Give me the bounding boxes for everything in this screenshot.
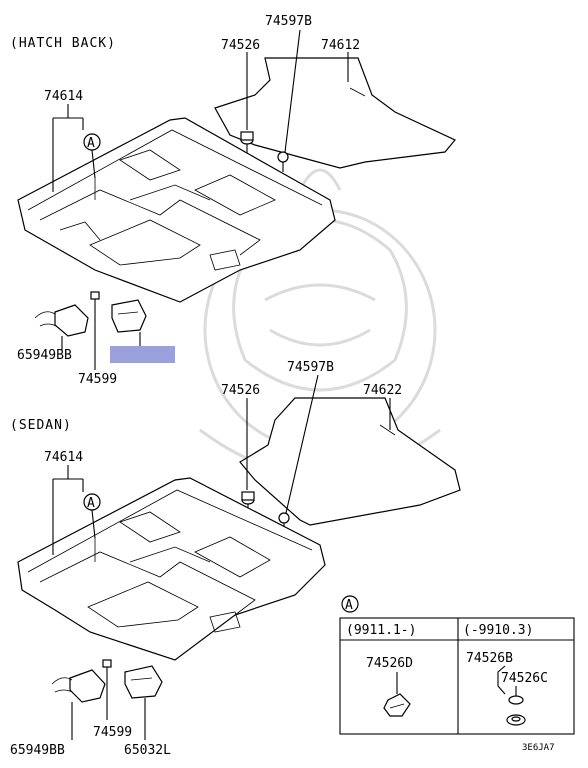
sedan-harness — [51, 669, 106, 740]
svg-text:A: A — [345, 598, 353, 613]
hatchback-label-74599: 74599 — [78, 372, 117, 387]
sedan-front-carpet — [17, 477, 326, 661]
detail-table-col2-header: (-9910.3) — [463, 623, 533, 638]
sedan-bolt — [102, 659, 112, 720]
hatchback-retainer — [240, 131, 254, 162]
detail-table-col2-part-upper: 74526B — [466, 651, 513, 666]
detail-table-callout-a — [341, 595, 359, 613]
hatchback-bracket — [111, 299, 147, 346]
hatchback-bolt — [90, 291, 100, 325]
hatchback-label-74612: 74612 — [321, 38, 360, 53]
sedan-label-65949bb: 65949BB — [10, 743, 65, 758]
svg-text:A: A — [87, 496, 95, 511]
sedan-rear-carpet — [239, 397, 461, 526]
detail-table-col2-part-lower: 74526C — [501, 671, 548, 686]
hatchback-rear-carpet — [214, 57, 456, 169]
sedan-bracket — [124, 665, 163, 740]
hatchback-label-74597b: 74597B — [265, 14, 312, 29]
hatchback-highlight-box — [110, 346, 175, 363]
diagram-code: 3E6JA7 — [522, 743, 555, 753]
sedan-label-74599: 74599 — [93, 725, 132, 740]
retainer-74526b-74526c-drawing — [497, 665, 526, 726]
hatchback-section-title: (HATCH BACK) — [10, 36, 116, 51]
sedan-label-74622: 74622 — [363, 383, 402, 398]
hatchback-harness — [34, 304, 89, 350]
sedan-label-74614: 74614 — [44, 450, 83, 465]
detail-table-col1-header: (9911.1-) — [346, 623, 416, 638]
sedan-section-title: (SEDAN) — [10, 418, 72, 433]
retainer-74526d-drawing — [383, 672, 411, 717]
sedan-label-65032l: 65032L — [124, 743, 171, 758]
sedan-label-74597b: 74597B — [287, 360, 334, 375]
detail-table-frame — [339, 617, 575, 735]
detail-table-col1-part: 74526D — [366, 656, 413, 671]
hatchback-front-carpet — [17, 117, 336, 303]
hatchback-screw — [277, 151, 289, 172]
hatchback-label-74614: 74614 — [44, 89, 83, 104]
detail-table: A (9911.1-) (-9910.3) 74526D 74526B 7452… — [339, 595, 575, 735]
svg-text:A: A — [87, 136, 95, 151]
hatchback-label-65949bb: 65949BB — [17, 348, 72, 363]
hatchback-label-74526: 74526 — [221, 38, 260, 53]
sedan-label-74526: 74526 — [221, 383, 260, 398]
